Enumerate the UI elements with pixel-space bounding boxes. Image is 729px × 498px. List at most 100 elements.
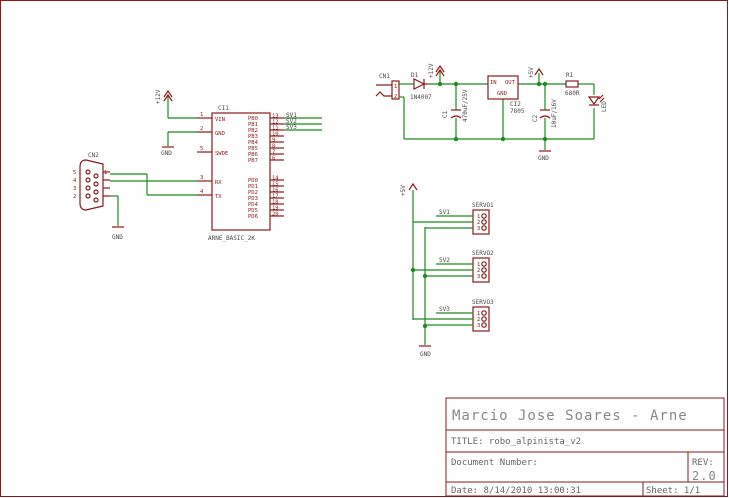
ic1-pin-num: 10 — [272, 132, 279, 138]
net-label: SV2 — [286, 118, 297, 125]
ci2-body — [487, 75, 519, 100]
cn1-ref: CN1 — [379, 73, 390, 80]
supply-5v-flag: +5V — [528, 67, 544, 78]
doc-number-label: Document Number: — [451, 458, 538, 468]
sheet-text: Sheet: 1/1 — [646, 486, 700, 496]
ic1-pin-num: 7 — [272, 150, 275, 156]
ic1-pin-name: PB5 — [248, 146, 258, 152]
servo-net: SV3 — [439, 306, 450, 313]
supply-12v-flag: +12V — [428, 63, 445, 78]
cn2-pin: 1 — [104, 170, 107, 176]
cn2-pin: 5 — [73, 170, 76, 176]
c1-capacitor[interactable]: C1 470uF/25V — [442, 89, 469, 122]
ic1-pin-num: 3 — [200, 175, 203, 181]
ic1-pin-name: PD0 — [248, 178, 258, 184]
ci2-value: 7805 — [510, 108, 525, 115]
cn2-connector[interactable]: CN2 5 4 3 2 1 — [73, 152, 110, 211]
d1-value: 1N4007 — [410, 94, 432, 101]
serial-wiring: GND — [110, 173, 197, 241]
date-text: Date: 8/14/2010 13:00:31 — [451, 486, 581, 496]
ic1-pin-name: PB7 — [248, 158, 258, 164]
ci2-in: IN — [490, 80, 497, 86]
resistor-icon — [565, 80, 579, 88]
servo-ref: SERVO2 — [472, 250, 494, 257]
supply-arrow-icon — [435, 64, 445, 77]
servo-pin: 3 — [477, 274, 480, 280]
led-indicator[interactable]: LED — [587, 94, 608, 112]
ic1-pin-name: PB2 — [248, 128, 258, 134]
db9-connector-icon — [79, 159, 104, 211]
supply-arrow-icon — [163, 89, 173, 102]
led-ref: LED — [601, 101, 608, 112]
ic1-pin-num: 16 — [272, 188, 279, 194]
supply-arrow-icon — [408, 182, 418, 191]
c1-value: 470uF/25V — [462, 89, 469, 122]
ci2-gnd: GND — [497, 91, 507, 97]
supply-arrow-icon — [534, 67, 544, 76]
ic1-pin-num: 8 — [272, 144, 275, 150]
r1-value: 680R — [565, 90, 580, 97]
diode-icon — [413, 78, 426, 90]
power-wiring — [399, 70, 595, 150]
ic1-pin-num: 9 — [272, 138, 275, 144]
cn2-pin: 3 — [73, 186, 76, 192]
cn2-pin: 4 — [73, 178, 77, 184]
servo-pin: 3 — [477, 226, 480, 232]
title-text: TITLE: robo_alpinista_v2 — [451, 437, 581, 447]
c2-capacitor[interactable]: C2 10uF/16V — [532, 99, 558, 128]
servo-ref: SERVO3 — [472, 299, 494, 306]
ic1-pin-num: 6 — [272, 156, 275, 162]
ic1-value: ARNE_BASIC_2K — [208, 235, 255, 242]
ic1-pin-name: PD5 — [248, 208, 258, 214]
ic1-pin-name: PD2 — [248, 190, 258, 196]
ic1-pin-name: PB0 — [248, 116, 258, 122]
ic1-pin-num: 12 — [272, 120, 279, 126]
d1-diode[interactable]: D1 1N4007 — [410, 72, 432, 101]
capacitor-icon — [450, 115, 462, 119]
ci2-out: OUT — [505, 80, 516, 86]
ic1-pin-num: 2 — [200, 126, 203, 132]
ic1-pin-name: PB1 — [248, 122, 258, 128]
cn1-pin: 2 — [394, 94, 397, 100]
supply-12v-label: +12V — [155, 89, 162, 104]
servo-net: SV1 — [439, 209, 450, 216]
ic1-module[interactable]: CI1 ARNE_BASIC_2K 1 VIN 2 GND 5 SWDE 3 R… — [197, 105, 284, 242]
rev-label: REV: — [692, 458, 714, 468]
c2-ref: C2 — [532, 114, 539, 122]
r1-resistor[interactable]: R1 680R — [565, 72, 580, 97]
rev-value: 2.0 — [692, 469, 717, 483]
ic1-pin-name: PB3 — [248, 134, 258, 140]
servo-pin: 2 — [477, 268, 480, 274]
gnd-label: GND — [538, 155, 549, 162]
ic1-pin-num: 13 — [272, 114, 279, 120]
ic1-pin-num: 14 — [272, 176, 279, 182]
svg-text:+12V: +12V — [428, 63, 435, 78]
ci2-regulator[interactable]: IN OUT GND CI2 7805 — [487, 75, 525, 115]
led-icon — [587, 96, 601, 106]
power-gnd: GND — [538, 150, 551, 162]
ic1-pin-name: PB4 — [248, 140, 259, 146]
servo-pin: 3 — [477, 323, 480, 329]
author-text: Marcio Jose Soares - Arne — [452, 408, 688, 424]
ic1-left-pins: 1 VIN 2 GND 5 SWDE 3 RX 4 TX — [197, 112, 228, 200]
cn2-pin: 2 — [73, 194, 76, 200]
ic1-pin-num: 5 — [200, 146, 203, 152]
servo-pin: 2 — [477, 317, 480, 323]
cn1-body — [391, 80, 400, 100]
ic1-pin-name: RX — [215, 180, 222, 186]
ic1-pin-num: 4 — [200, 189, 204, 195]
ic1-pin-num: 11 — [272, 126, 279, 132]
ic1-pin-name: GND — [215, 131, 225, 137]
ic1-pin-num: 1 — [200, 112, 203, 118]
cn1-connector[interactable]: CN1 1 2 — [375, 73, 400, 100]
ic1-pin-num: 19 — [272, 206, 279, 212]
d1-ref: D1 — [411, 72, 419, 79]
svg-text:+5V: +5V — [528, 67, 535, 78]
ic1-pin-name: PB6 — [248, 152, 258, 158]
